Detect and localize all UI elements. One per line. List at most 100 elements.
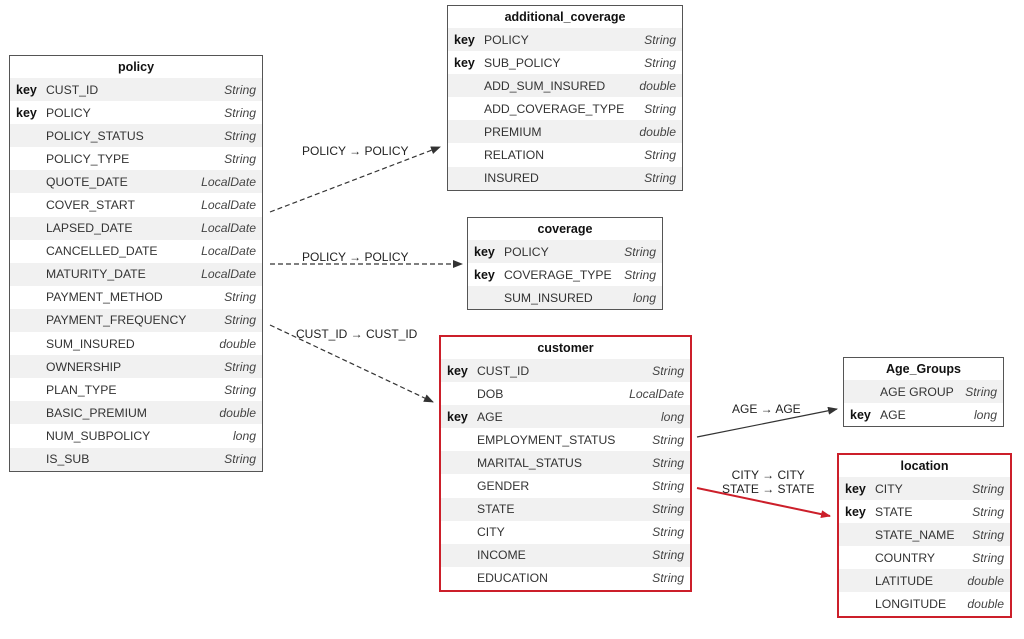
- key-marker: key: [447, 409, 468, 424]
- field-name: LAPSED_DATE: [46, 221, 133, 236]
- field-type: String: [652, 479, 684, 494]
- field-type: double: [219, 405, 256, 420]
- entity-title: customer: [537, 341, 594, 355]
- field-row: LAPSED_DATE LocalDate: [10, 216, 262, 240]
- field-name: PAYMENT_METHOD: [46, 290, 163, 305]
- field-row: BASIC_PREMIUM double: [10, 401, 262, 425]
- field-name: LONGITUDE: [875, 597, 947, 612]
- field-type: double: [639, 124, 676, 139]
- key-marker: key: [16, 82, 37, 97]
- field-row: POLICY_TYPE String: [10, 147, 262, 170]
- field-type: String: [224, 151, 256, 166]
- field-row: LONGITUDE double: [839, 592, 1010, 615]
- field-name: GENDER: [477, 479, 530, 494]
- field-row: COUNTRY String: [839, 546, 1010, 569]
- field-name: SUM_INSURED: [46, 336, 135, 351]
- key-marker: key: [850, 407, 871, 422]
- field-type: long: [973, 407, 997, 422]
- field-type: String: [652, 571, 684, 586]
- field-row: CITY String: [441, 521, 690, 544]
- field-type: String: [972, 527, 1004, 542]
- field-type: String: [972, 481, 1004, 496]
- field-type: String: [224, 452, 256, 467]
- field-type: LocalDate: [201, 221, 256, 236]
- field-row: INSURED String: [448, 166, 682, 190]
- field-row: MARITAL_STATUS String: [441, 451, 690, 475]
- field-name: ADD_SUM_INSURED: [484, 78, 606, 93]
- field-type: String: [972, 504, 1004, 519]
- field-type: String: [652, 525, 684, 540]
- field-type: LocalDate: [201, 267, 256, 282]
- field-name: CITY: [875, 481, 903, 496]
- field-row: PAYMENT_METHOD String: [10, 286, 262, 309]
- field-type: String: [644, 171, 676, 186]
- relation-label: CUST_ID → CUST_ID: [296, 327, 418, 341]
- field-type: String: [644, 101, 676, 116]
- key-marker: key: [474, 267, 495, 282]
- field-name: MARITAL_STATUS: [477, 455, 582, 470]
- field-name: COUNTRY: [875, 550, 936, 565]
- field-name: CANCELLED_DATE: [46, 244, 158, 259]
- field-type: double: [967, 597, 1004, 612]
- field-type: double: [639, 78, 676, 93]
- entity-title: coverage: [537, 222, 593, 236]
- field-type: String: [965, 384, 997, 399]
- field-name: LATITUDE: [875, 573, 934, 588]
- field-name: POLICY_STATUS: [46, 128, 144, 143]
- field-name: INSURED: [484, 171, 539, 186]
- entity-title: additional_coverage: [504, 10, 626, 24]
- field-type: String: [224, 128, 256, 143]
- field-type: String: [224, 313, 256, 328]
- field-name: SUB_POLICY: [484, 55, 561, 70]
- field-name: IS_SUB: [46, 452, 90, 467]
- relation-label: POLICY → POLICY: [302, 144, 409, 158]
- field-row: MATURITY_DATE LocalDate: [10, 262, 262, 286]
- field-type: String: [224, 359, 256, 374]
- field-name: AGE: [477, 409, 503, 424]
- field-type: String: [652, 455, 684, 470]
- field-type: LocalDate: [201, 174, 256, 189]
- field-type: String: [624, 267, 656, 282]
- field-type: long: [632, 290, 656, 305]
- field-name: MATURITY_DATE: [46, 267, 146, 282]
- field-type: String: [652, 432, 684, 447]
- field-name: CITY: [477, 525, 505, 540]
- field-type: String: [972, 550, 1004, 565]
- field-name: POLICY: [504, 244, 549, 259]
- field-name: QUOTE_DATE: [46, 174, 128, 189]
- field-name: PAYMENT_FREQUENCY: [46, 313, 187, 328]
- field-type: String: [652, 548, 684, 563]
- key-marker: key: [845, 504, 866, 519]
- field-name: BASIC_PREMIUM: [46, 405, 147, 420]
- field-name: POLICY_TYPE: [46, 151, 130, 166]
- field-type: String: [224, 290, 256, 305]
- entity-title: Age_Groups: [885, 362, 961, 376]
- field-type: String: [624, 244, 656, 259]
- field-name: EDUCATION: [477, 571, 548, 586]
- field-name: POLICY: [46, 105, 91, 120]
- entity-title: location: [900, 459, 949, 473]
- field-type: String: [652, 502, 684, 517]
